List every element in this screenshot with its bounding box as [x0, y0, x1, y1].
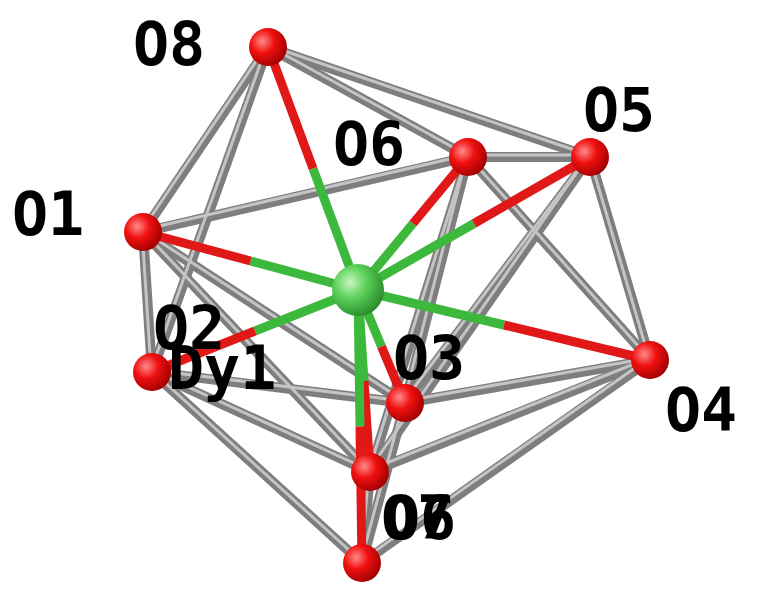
polyhedron-edge-highlight [151, 45, 267, 370]
bond-half [474, 157, 590, 224]
atom-label: O1 [12, 184, 84, 244]
polyhedron-edge [362, 360, 650, 563]
oxygen-atom [351, 453, 389, 491]
bond-half [268, 47, 313, 169]
oxygen-atom [343, 544, 381, 582]
atom-label: O6 [384, 488, 456, 548]
polyhedron-edge-highlight [142, 230, 369, 470]
polyhedron-edge-highlight [142, 155, 467, 230]
atom-label: O3 [393, 328, 465, 388]
oxygen-atom [449, 138, 487, 176]
dysprosium-atom [332, 264, 384, 316]
atom-label: O6 [333, 114, 405, 174]
polyhedron-edge-highlight [267, 45, 589, 155]
oxygen-atom [631, 341, 669, 379]
oxygen-atom [249, 28, 287, 66]
polyhedron-edge-highlight [142, 230, 151, 370]
oxygen-atom [386, 384, 424, 422]
oxygen-atom [571, 138, 609, 176]
polyhedron-edge-highlight [151, 370, 361, 561]
oxygen-atom [133, 353, 171, 391]
oxygen-atom [124, 213, 162, 251]
polyhedron-edge [268, 47, 590, 157]
atom-label: Dy1 [168, 338, 276, 398]
polyhedron-edge [143, 157, 468, 232]
polyhedron-edge-highlight [589, 155, 649, 358]
atom-label: O5 [583, 80, 655, 140]
bond-half [360, 427, 362, 564]
polyhedron-edge-highlight [142, 230, 404, 401]
bond-half [504, 325, 650, 360]
atom-label: O4 [665, 380, 737, 440]
polyhedron-edge-highlight [467, 155, 649, 358]
polyhedron-edge-highlight [361, 358, 649, 561]
atom-label: O8 [133, 14, 205, 74]
